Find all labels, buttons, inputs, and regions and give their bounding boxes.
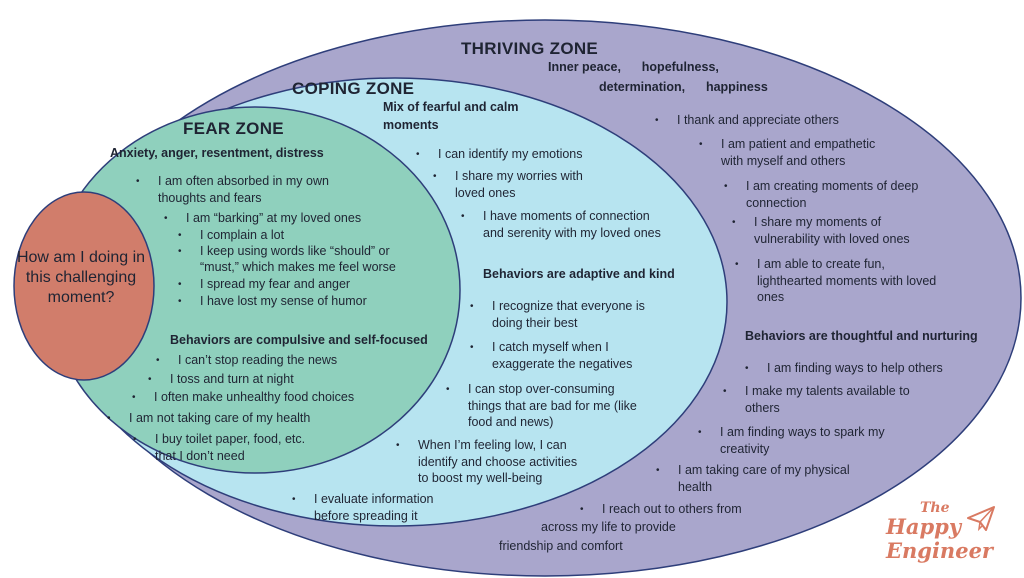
coping-behaviors-label: Behaviors are adaptive and kind: [483, 267, 675, 281]
thriving-item-cont: creativity: [720, 442, 770, 456]
happy-engineer-logo: The Happy Engineer: [882, 500, 1012, 570]
thriving-item-cont: with myself and others: [721, 154, 846, 168]
thriving-feelings-line-1: Inner peace, hopefulness,: [548, 60, 719, 74]
thriving-item: I am finding ways to spark my: [698, 424, 885, 441]
thriving-item-cont: connection: [746, 196, 807, 210]
fear-item: I complain a lot: [178, 227, 284, 244]
center-ellipse: [13, 191, 155, 381]
paper-plane-icon: [967, 506, 995, 532]
thriving-item-cont: others: [745, 401, 780, 415]
fear-behaviors-label: Behaviors are compulsive and self-focuse…: [170, 333, 428, 347]
thriving-item-cont: across my life to provide: [541, 520, 676, 534]
coping-item: I share my worries with: [433, 168, 583, 185]
thriving-item-cont: friendship and comfort: [499, 539, 623, 553]
fear-item-cont: “must,” which makes me feel worse: [200, 260, 396, 274]
thriving-item-cont: lighthearted moments with loved: [757, 274, 937, 288]
thriving-item: I am able to create fun,: [735, 256, 885, 273]
center-question: How am I doing in this challenging momen…: [16, 249, 146, 306]
thriving-feelings-line-2: determination, happiness: [599, 80, 768, 94]
thriving-item: I make my talents available to: [723, 383, 910, 400]
coping-item-cont: food and news): [468, 415, 554, 429]
coping-item: I have moments of connection: [461, 208, 650, 225]
thriving-item-cont: ones: [757, 290, 785, 304]
thriving-item-cont: health: [678, 480, 713, 494]
logo-text-the: The: [920, 500, 950, 516]
coping-item-cont: things that are bad for me (like: [468, 399, 637, 413]
fear-zone-title: FEAR ZONE: [183, 119, 284, 138]
logo-text-happy: Happy: [886, 514, 962, 539]
thriving-item: I am patient and empathetic: [699, 136, 875, 153]
coping-item: I catch myself when I: [470, 339, 609, 356]
fear-item: I can’t stop reading the news: [156, 352, 337, 369]
coping-item: I evaluate information: [292, 491, 433, 508]
thriving-item: I am taking care of my physical: [656, 462, 850, 479]
coping-item: I recognize that everyone is: [470, 298, 645, 315]
fear-item: I toss and turn at night: [148, 371, 294, 388]
fear-item-cont: that I don’t need: [155, 449, 245, 463]
coping-item-cont: to boost my well-being: [418, 471, 543, 485]
thriving-item: I reach out to others from: [580, 501, 742, 518]
fear-item: I have lost my sense of humor: [178, 293, 367, 310]
coping-item: I can identify my emotions: [416, 146, 582, 163]
coping-item-cont: loved ones: [455, 186, 516, 200]
coping-item-cont: before spreading it: [314, 509, 418, 523]
coping-item: When I’m feeling low, I can: [396, 437, 567, 454]
fear-item: I spread my fear and anger: [178, 276, 350, 293]
fear-item: I am not taking care of my health: [107, 410, 310, 427]
thriving-item: I share my moments of: [732, 214, 881, 231]
coping-item: I can stop over-consuming: [446, 381, 615, 398]
coping-feelings-line-2: moments: [383, 118, 439, 132]
fear-item: I am often absorbed in my own: [136, 173, 329, 190]
thriving-zone-title: THRIVING ZONE: [461, 39, 599, 58]
fear-feelings: Anxiety, anger, resentment, distress: [110, 146, 324, 160]
coping-feelings-line-1: Mix of fearful and calm: [383, 100, 519, 114]
thriving-item: I am creating moments of deep: [724, 178, 918, 195]
coping-item-cont: exaggerate the negatives: [492, 357, 633, 371]
fear-item-cont: thoughts and fears: [158, 191, 262, 205]
fear-item: I often make unhealthy food choices: [132, 389, 354, 406]
fear-item: I am “barking” at my loved ones: [164, 210, 361, 227]
thriving-item: I thank and appreciate others: [655, 112, 839, 129]
coping-item-cont: and serenity with my loved ones: [483, 226, 661, 240]
coping-item-cont: identify and choose activities: [418, 455, 578, 469]
thriving-item: I am finding ways to help others: [745, 360, 943, 377]
coping-item-cont: doing their best: [492, 316, 578, 330]
fear-item: I keep using words like “should” or: [178, 243, 390, 260]
thriving-item-cont: vulnerability with loved ones: [754, 232, 910, 246]
logo-text-engineer: Engineer: [886, 538, 993, 563]
fear-item: I buy toilet paper, food, etc.: [133, 431, 305, 448]
thriving-behaviors-label: Behaviors are thoughtful and nurturing: [745, 329, 978, 343]
coping-zone-title: COPING ZONE: [292, 79, 415, 98]
